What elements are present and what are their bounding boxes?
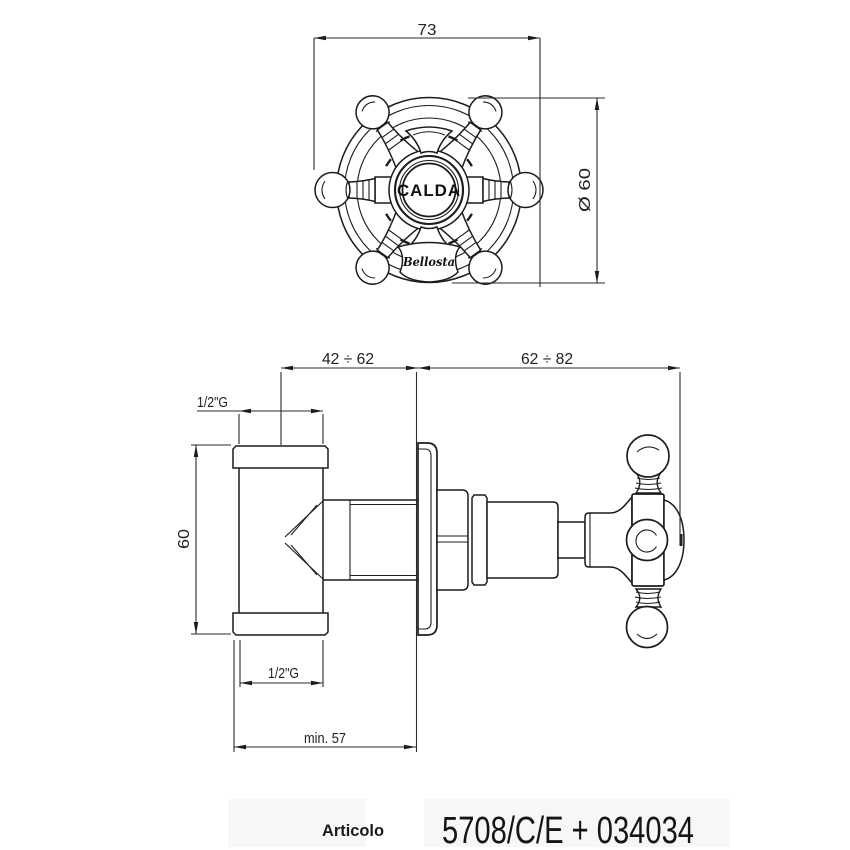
bonnet-nut [436, 489, 469, 591]
dim-min-depth-label: min. 57 [304, 730, 346, 747]
footer-code-panel [424, 799, 730, 847]
thread-top-label: 1/2"G [197, 394, 228, 411]
dim-width-label: 73 [418, 22, 437, 39]
thread-bottom-label: 1/2"G [268, 665, 299, 682]
handle-label: CALDA [397, 181, 461, 200]
dim-height-label: 60 [176, 529, 193, 549]
handle-ball-east [507, 171, 544, 209]
bonnet-collar [471, 494, 488, 586]
front-arm-ball-side [625, 518, 669, 562]
wall-plate [417, 442, 438, 636]
handle-medallion [393, 154, 465, 226]
handle-spoke-east [464, 171, 544, 209]
handle-ball-west [314, 171, 351, 209]
tee-cone-lines [284, 500, 324, 580]
handle-spoke-west [314, 171, 394, 209]
footer-label-panel [228, 799, 366, 847]
top-arm-ball [626, 434, 670, 478]
ball-highlight-arc [635, 529, 657, 553]
brand-script: Bellosta [402, 255, 455, 269]
dim-diameter-label: Ø 60 [577, 168, 594, 212]
handle-hub-side [584, 495, 633, 585]
article-label: Articolo [322, 821, 384, 840]
side-view-dimensions: 42 ÷ 62 62 ÷ 82 1/2"G 60 1/2"G min. 57 [176, 351, 681, 752]
tee-bottom-flange [232, 612, 329, 636]
medallion-cap-side [663, 499, 685, 581]
brand-banner [396, 241, 462, 283]
dim-wall-min-label: 42 ÷ 62 [322, 351, 374, 368]
footer: Articolo 5708/C/E + 034034 [228, 799, 730, 850]
front-view-handle: Bellosta CALDA [314, 95, 544, 285]
side-view-valve [232, 434, 685, 649]
valve-sleeve [486, 501, 559, 579]
front-view-dimensions: 73 Ø 60 [313, 22, 605, 287]
bottom-arm-ball [625, 605, 669, 649]
dim-wall-max-label: 62 ÷ 82 [521, 351, 573, 368]
tee-top-flange [232, 445, 329, 469]
article-code: 5708/C/E + 034034 [442, 810, 694, 850]
valve-stem [557, 521, 586, 559]
